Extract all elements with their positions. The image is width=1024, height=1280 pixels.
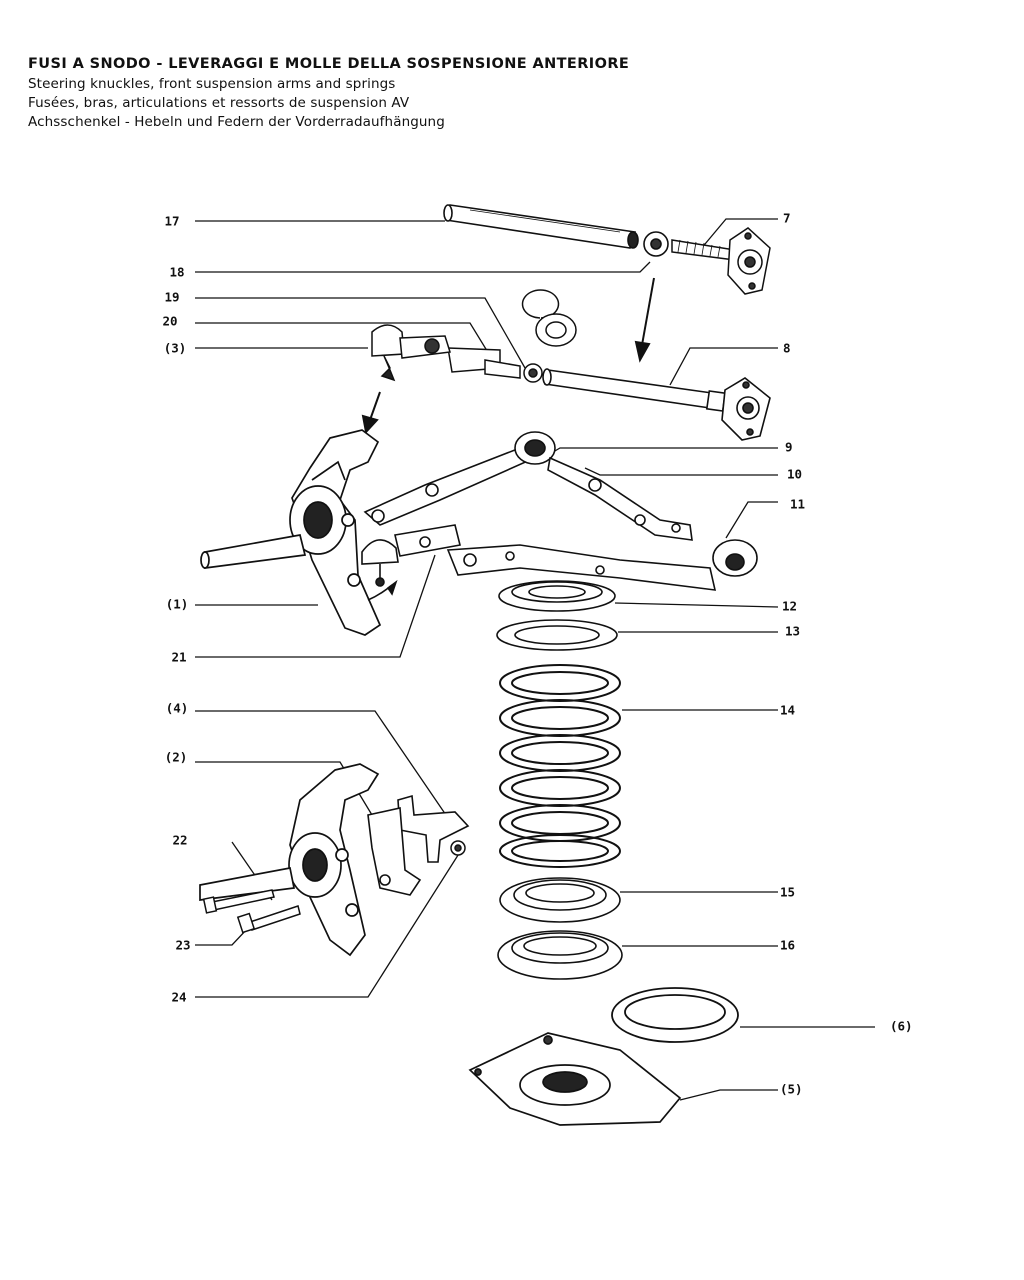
- spring-seat-part-16: [497, 930, 623, 980]
- nut-part-24: [450, 840, 466, 856]
- subtitle-german: Achsschenkel - Hebeln und Federn der Vor…: [28, 114, 445, 130]
- leader-10: [584, 467, 778, 476]
- spring-pad-part-13: [496, 619, 618, 651]
- callout-2: (2): [164, 749, 188, 765]
- lower-mount-part-5: [468, 1032, 682, 1126]
- arrow-indicator: [634, 277, 655, 363]
- leader-18: [195, 261, 651, 273]
- leader-24: [195, 851, 461, 998]
- upper-arm-parts-9-10: [363, 431, 693, 541]
- callout-9: 9: [785, 439, 793, 455]
- tube-part-17: [443, 204, 639, 249]
- leader-9: [547, 447, 778, 456]
- bracket-part-7: [671, 227, 771, 295]
- callout-17: 17: [164, 213, 180, 229]
- bracket-part-4: [367, 794, 470, 896]
- callout-10: 10: [787, 466, 803, 482]
- ball-joint-part-21: [361, 539, 399, 601]
- callout-12: 12: [782, 598, 798, 614]
- callout-1: (1): [165, 596, 189, 612]
- leader-2: [195, 761, 373, 816]
- leader-19: [195, 297, 526, 369]
- callout-23: 23: [175, 937, 191, 953]
- leader-8: [669, 347, 778, 386]
- leader-11: [725, 501, 778, 539]
- leader-23: [195, 927, 249, 946]
- spring-seat-part-12: [498, 580, 616, 612]
- page-title: FUSI A SNODO - LEVERAGGI E MOLLE DELLA S…: [28, 56, 630, 72]
- callout-19: 19: [164, 289, 180, 305]
- bolt-part-23: [236, 905, 301, 934]
- leader-12: [614, 602, 779, 608]
- leader-5: [679, 1089, 778, 1101]
- callout-11: 11: [790, 496, 806, 512]
- spring-insulator-part-15: [499, 877, 621, 923]
- callout-8: 8: [783, 340, 791, 356]
- callout-5: (5): [780, 1081, 803, 1097]
- bolt-part-22: [202, 889, 275, 914]
- nut-part-18: [643, 231, 669, 257]
- header: FUSI A SNODO - LEVERAGGI E MOLLE DELLA S…: [28, 56, 629, 132]
- leader-lines: [195, 218, 875, 1101]
- leader-4: [195, 710, 449, 819]
- callout-21: 21: [171, 649, 187, 665]
- leader-21: [195, 554, 436, 658]
- steering-knuckle-part-2: [199, 763, 380, 957]
- callout-24: 24: [171, 989, 187, 1005]
- callout-6: (6): [890, 1018, 913, 1034]
- subtitle-french: Fusées, bras, articulations et ressorts …: [28, 95, 410, 111]
- steering-knuckle-part-1: [200, 429, 382, 636]
- callout-18: 18: [169, 264, 185, 280]
- lower-arm-part-11: [394, 524, 758, 591]
- callout-22: 22: [172, 832, 188, 848]
- rod-part-8: [542, 368, 771, 441]
- ball-joint-part-3: [371, 324, 451, 382]
- callout-14: 14: [780, 702, 796, 718]
- callout-4: (4): [165, 700, 189, 716]
- callout-15: 15: [780, 884, 796, 900]
- callout-16: 16: [780, 937, 796, 953]
- callout-13: 13: [785, 623, 801, 639]
- callout-20: 20: [162, 313, 178, 329]
- coil-spring-part-14: [499, 664, 621, 868]
- spacer-ring-part-6: [611, 987, 739, 1043]
- callout-3: (3): [163, 340, 187, 356]
- arrow-to-knuckle: [361, 391, 381, 435]
- subtitle-english: Steering knuckles, front suspension arms…: [28, 76, 396, 92]
- callout-7: 7: [783, 210, 791, 226]
- leader-7: [699, 218, 778, 251]
- eye-bolt-parts-19-20: [447, 289, 577, 383]
